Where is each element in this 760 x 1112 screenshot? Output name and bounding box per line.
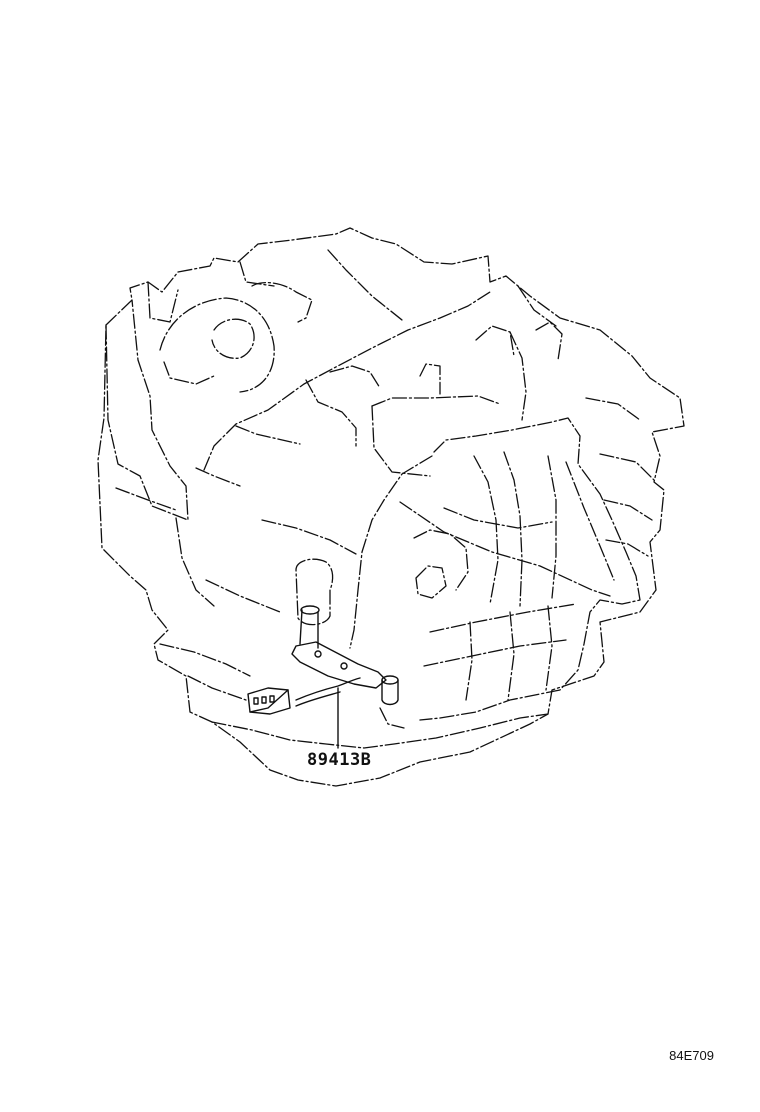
sensor-assembly xyxy=(247,605,399,715)
part-number-label: 89413B xyxy=(307,750,371,770)
figure-code: 84E709 xyxy=(669,1048,714,1063)
transaxle-ghost-outline xyxy=(97,227,685,787)
